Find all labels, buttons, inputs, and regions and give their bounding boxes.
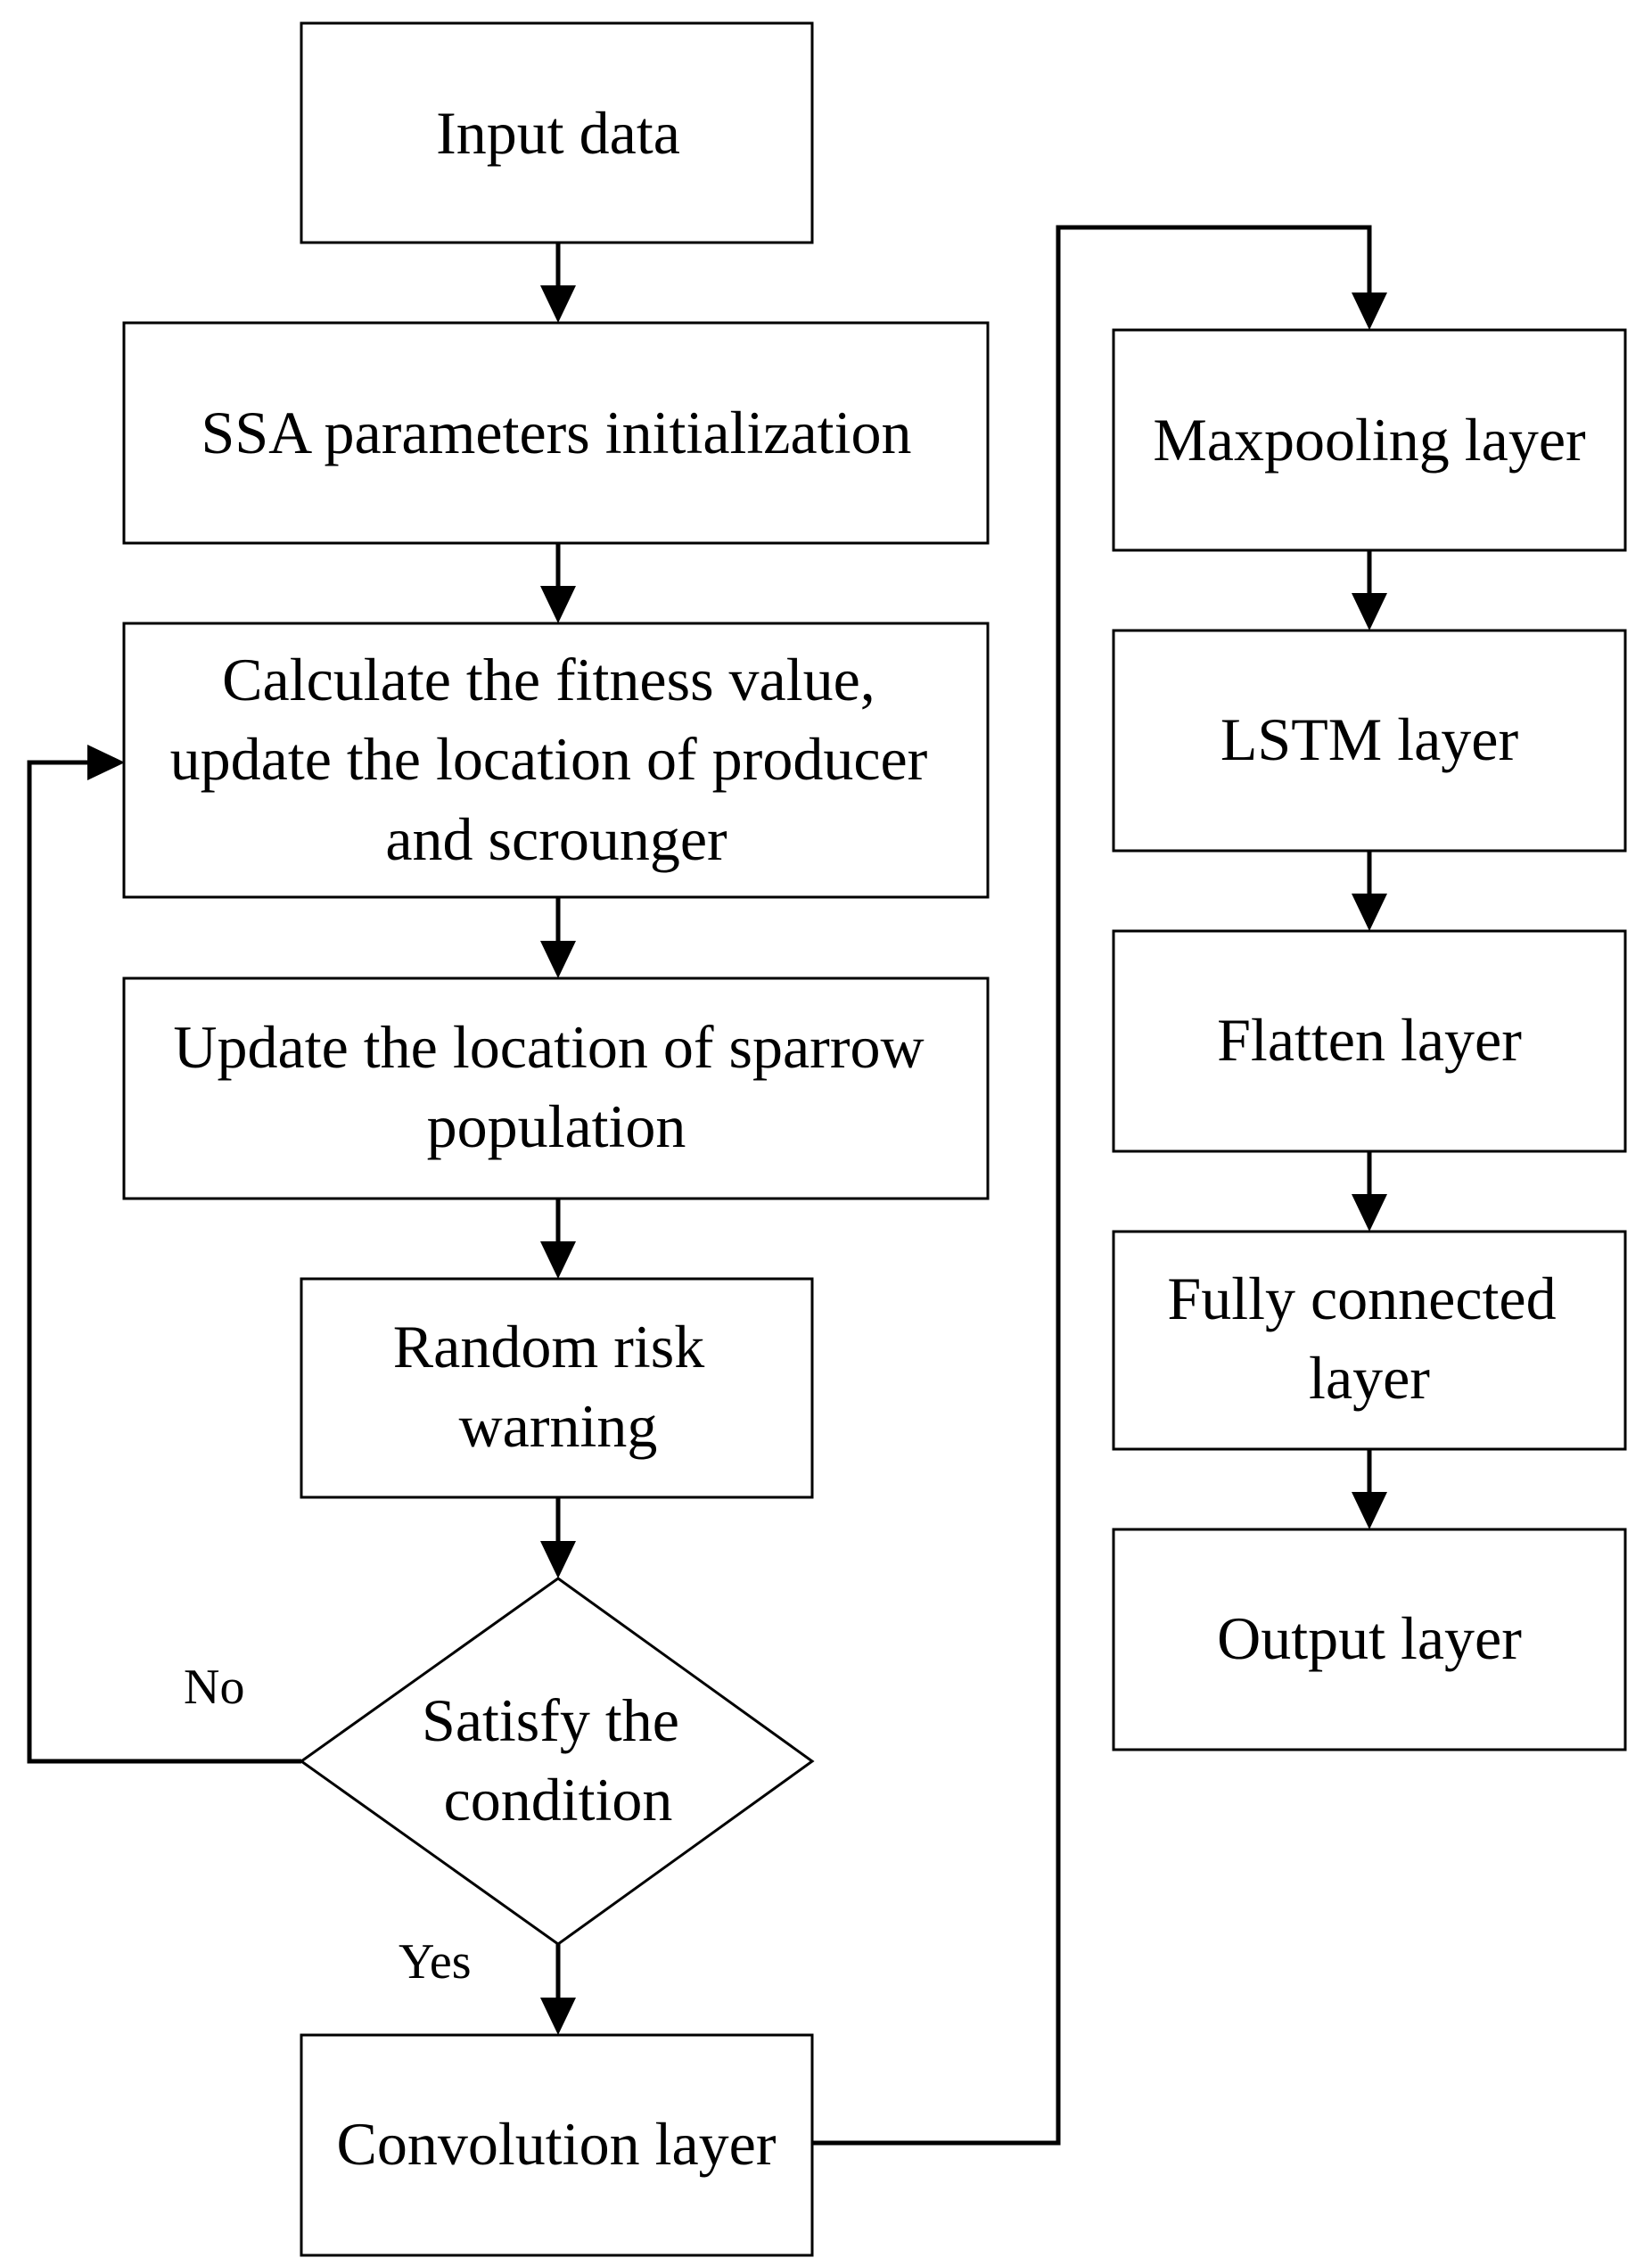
node-output-layer: Output layer [1112,1528,1627,1751]
node-input-data: Input data [300,21,814,244]
edge-label-yes: Yes [399,1934,471,1990]
node-fully-connected-layer-label: Fully connected layer [1167,1265,1571,1412]
edge-label-no: No [184,1660,244,1715]
arrowhead-condition-yes [540,1998,576,2035]
arrowhead-maxpooling-to-lstm [1352,593,1387,630]
node-lstm-layer: LSTM layer [1112,629,1627,853]
node-satisfy-condition-label: Satisfy the condition [422,1686,694,1833]
node-satisfy-condition: Satisfy the condition [299,1577,815,1946]
node-fully-connected-layer: Fully connected layer [1112,1230,1627,1451]
node-output-layer-label: Output layer [1217,1604,1522,1672]
arrow-condition-no-loop [27,760,301,1764]
node-ssa-initialization: SSA parameters initialization [122,321,990,545]
node-calculate-fitness-label: Calculate the fitness value, update the … [170,646,943,873]
arrowhead-update-to-risk [540,1241,576,1279]
node-ssa-initialization-label: SSA parameters initialization [201,399,912,466]
node-flatten-layer-label: Flatten layer [1217,1006,1522,1074]
arrow-convolution-to-maxpooling [812,225,1372,2146]
arrowhead-fitness-to-update [540,941,576,978]
arrowhead-condition-no-loop [87,745,125,780]
arrowhead-convolution-to-maxpooling [1352,293,1387,330]
node-convolution-layer-label: Convolution layer [337,2110,777,2178]
node-flatten-layer: Flatten layer [1112,929,1627,1153]
node-random-risk-warning: Random risk warning [300,1277,814,1499]
node-update-sparrow: Update the location of sparrow populatio… [122,976,990,1200]
arrowhead-fully-connected-to-output [1352,1492,1387,1529]
arrowhead-risk-to-condition [540,1541,576,1578]
node-update-sparrow-label: Update the location of sparrow populatio… [173,1013,939,1160]
node-lstm-layer-label: LSTM layer [1221,705,1519,773]
arrowhead-ssa-to-fitness [540,586,576,623]
node-maxpooling-layer: Maxpooling layer [1112,328,1627,552]
arrowhead-input-to-ssa [540,285,576,323]
node-convolution-layer: Convolution layer [300,2033,814,2257]
arrowhead-flatten-to-fully-connected [1352,1194,1387,1232]
node-random-risk-warning-label: Random risk warning [393,1313,719,1460]
node-input-data-label: Input data [436,99,680,167]
node-calculate-fitness: Calculate the fitness value, update the … [122,622,990,899]
arrowhead-lstm-to-flatten [1352,894,1387,931]
node-maxpooling-layer-label: Maxpooling layer [1153,406,1586,474]
connectors [27,225,1387,2146]
